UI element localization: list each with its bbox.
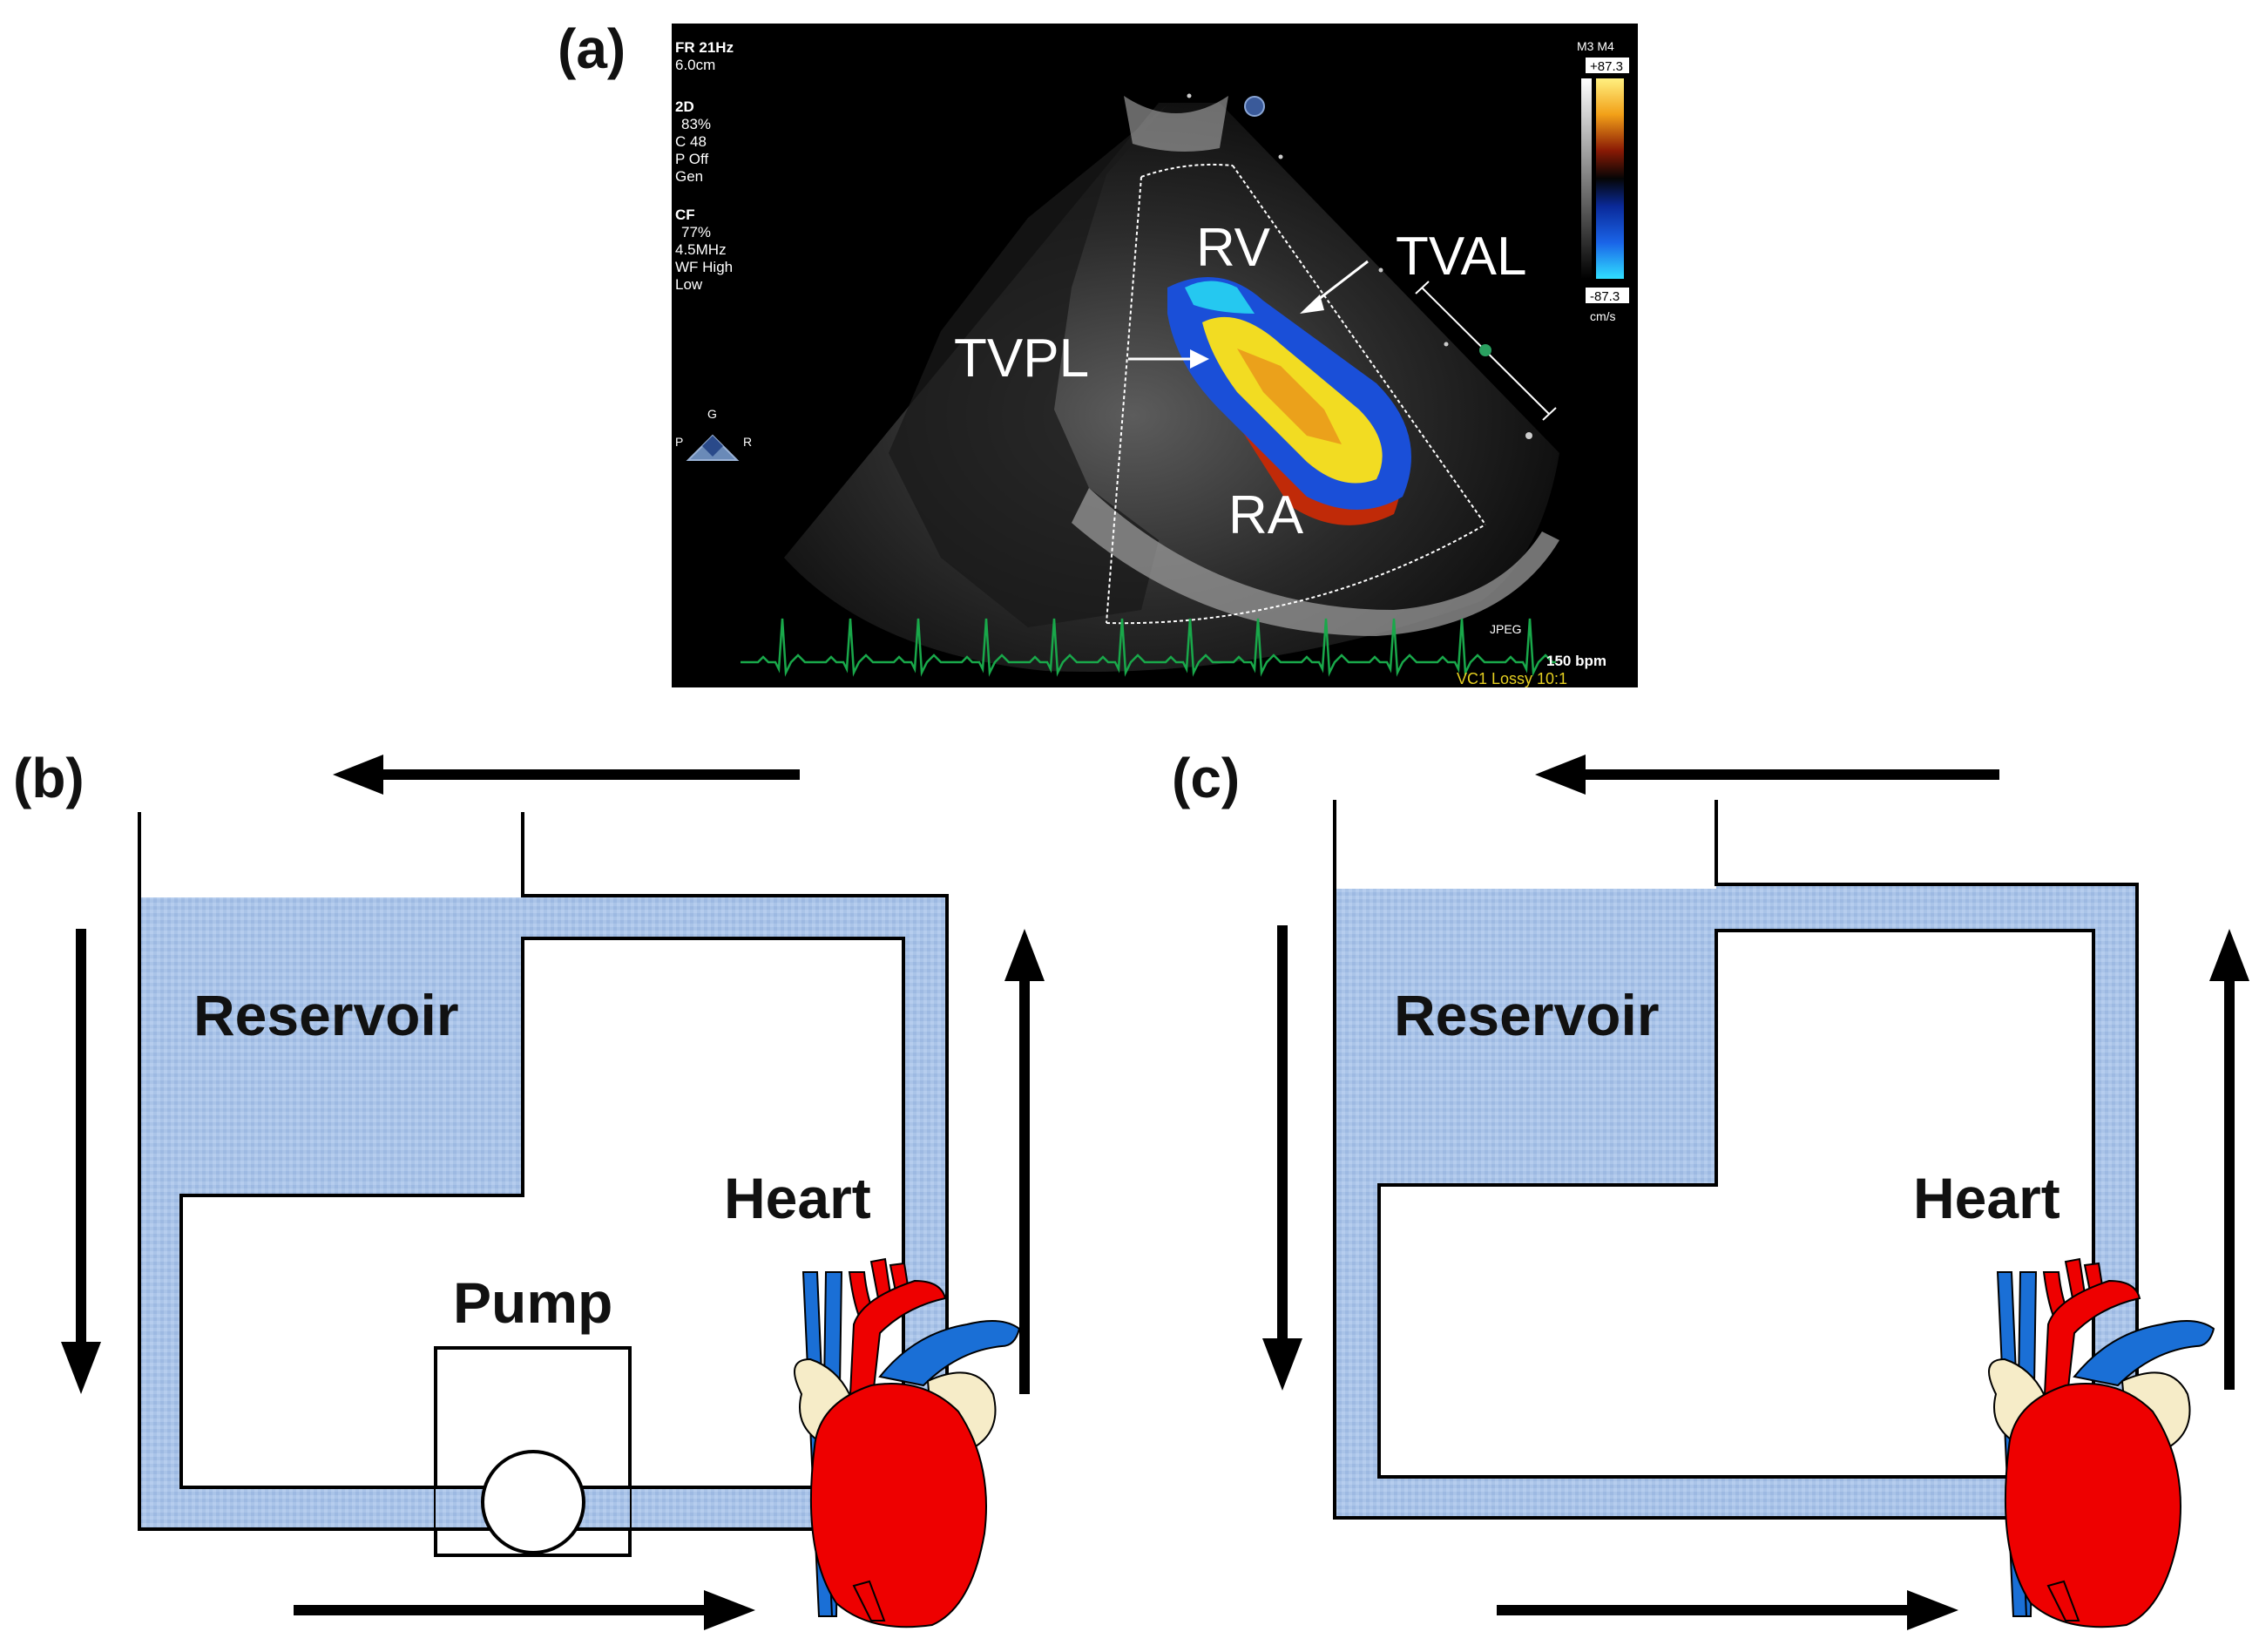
tank-walls-c (1333, 800, 2139, 1520)
flow-arrows-c (1262, 755, 2249, 1630)
reservoir-label: Reservoir (193, 983, 459, 1047)
heart-label: Heart (724, 1166, 871, 1230)
tvpl-label: TVPL (954, 328, 1089, 389)
heart-icon (794, 1257, 1021, 1628)
arrow-up-right-c-icon (2209, 929, 2249, 1390)
depth-markers (1187, 93, 1532, 439)
footer-lossy: VC1 Lossy 10:1 (1457, 670, 1567, 687)
pump-label: Pump (453, 1270, 612, 1335)
setting-low: Low (675, 276, 703, 293)
tank-walls (138, 812, 949, 1531)
panel-b: (b) Reservoir Heart Pump (13, 747, 1045, 1630)
setting-frame-rate: FR 21Hz (675, 39, 734, 56)
tval-label: TVAL (1396, 227, 1526, 287)
scale-bottom-value: -87.3 (1590, 289, 1620, 304)
orientation-left: P (675, 435, 683, 449)
arrow-left-top-c-icon (1535, 755, 1999, 795)
setting-p: P Off (675, 151, 708, 167)
tvpl-arrow (1128, 349, 1209, 369)
setting-wf: WF High (675, 259, 733, 275)
heart-icon-c (1988, 1257, 2215, 1628)
reservoir-label-c: Reservoir (1394, 983, 1660, 1047)
arrow-down-left-icon (61, 929, 101, 1394)
setting-freq: 4.5MHz (675, 241, 727, 258)
fluid-loop-c (1335, 884, 2137, 1518)
tval-arrow (1300, 260, 1369, 314)
transducer-marker-icon (1244, 96, 1265, 117)
setting-2d-gain: 83% (681, 116, 711, 132)
heart-label-c: Heart (1913, 1166, 2060, 1230)
panel-c: (c) Reservoir Heart (1172, 747, 2249, 1630)
footer-bpm: 150 bpm (1546, 653, 1606, 669)
tissue-bright-band (1072, 488, 1559, 636)
arrow-up-right-icon (1004, 929, 1045, 1394)
tissue-bright-band-2 (1124, 96, 1228, 152)
pump-icon (434, 1346, 632, 1557)
arrow-right-bottom-icon (294, 1590, 755, 1630)
orientation-top: G (707, 407, 717, 421)
setting-c: C 48 (675, 133, 707, 150)
arrow-right-bottom-c-icon (1497, 1590, 1958, 1630)
panel-a-letter: (a) (558, 17, 626, 80)
arrow-down-left-c-icon (1262, 925, 1302, 1391)
color-box-outline (1106, 163, 1486, 625)
velocity-scale: M3 M4 +87.3 -87.3 cm/s (1577, 39, 1629, 323)
rv-label: RV (1196, 218, 1271, 278)
scale-header: M3 M4 (1577, 39, 1614, 53)
setting-gen: Gen (675, 168, 703, 185)
setting-cf-gain: 77% (681, 224, 711, 240)
flow-arrows (61, 755, 1045, 1630)
panel-b-letter: (b) (13, 747, 85, 809)
orientation-right: R (743, 435, 752, 449)
doppler-cyan-spots (1185, 281, 1255, 314)
scale-unit: cm/s (1590, 309, 1616, 323)
caliper-icon (1415, 281, 1557, 421)
echo-content: RV TVAL TVPL RA FR 21Hz 6.0cm 2D 83% C 4… (675, 39, 1629, 687)
orientation-icon: G P R (675, 407, 752, 461)
arrow-left-top-icon (333, 755, 800, 795)
doppler-jet (1167, 277, 1411, 525)
footer-jpeg: JPEG (1490, 622, 1522, 636)
panel-a: (a) (558, 17, 1638, 687)
doppler-orange-mix (1237, 349, 1342, 444)
panel-c-letter: (c) (1172, 747, 1240, 809)
setting-depth: 6.0cm (675, 57, 715, 73)
ra-label: RA (1228, 485, 1304, 545)
scale-top-value: +87.3 (1590, 59, 1623, 74)
setting-2d: 2D (675, 98, 694, 115)
ecg-trace (741, 618, 1556, 677)
setting-cf: CF (675, 206, 695, 223)
echo-settings: FR 21Hz 6.0cm 2D 83% C 48 P Off Gen CF 7… (675, 39, 734, 293)
fluid-loop (139, 896, 947, 1529)
